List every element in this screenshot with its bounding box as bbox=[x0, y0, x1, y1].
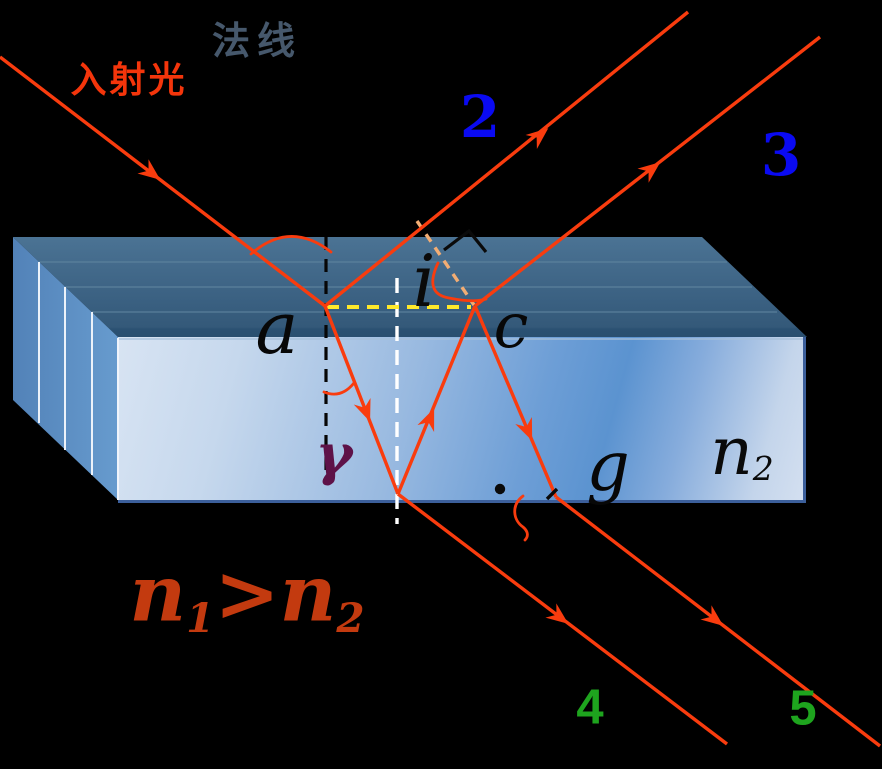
angle-arc-at-g bbox=[513, 494, 529, 542]
ray-4-label: 4 bbox=[576, 680, 604, 735]
arrowhead-ray-5 bbox=[700, 605, 724, 626]
incident-ray bbox=[0, 55, 327, 308]
ray-3-label: 3 bbox=[760, 121, 802, 189]
refracted-ray-a-to-b bbox=[323, 305, 400, 495]
ray-5-label: 5 bbox=[789, 681, 817, 736]
angle-gamma-label: γ bbox=[315, 422, 353, 488]
angle-i-label: i bbox=[412, 239, 436, 323]
angle-i-arc-at-c bbox=[431, 261, 488, 303]
n2-base: n bbox=[710, 413, 753, 490]
n2-subscript: 2 bbox=[752, 448, 774, 488]
medium-index-n2-label: n2 bbox=[710, 419, 774, 485]
internal-ray-c-to-g bbox=[473, 305, 558, 498]
ray-2-label: 2 bbox=[459, 83, 501, 151]
emergent-ray-3 bbox=[473, 35, 822, 308]
inequality-n2-subscript: 2 bbox=[336, 593, 365, 642]
peach-dashed-construction-line bbox=[415, 220, 476, 306]
arrowhead-incident-ray bbox=[137, 159, 161, 180]
normal-line-label: 法线 bbox=[211, 19, 303, 63]
arrowhead-ray-b-to-c bbox=[417, 408, 435, 432]
index-inequality-label: n1>n2 bbox=[129, 555, 365, 642]
point-c-label: c bbox=[493, 289, 529, 362]
arrowhead-ray-3 bbox=[637, 162, 661, 183]
arrowhead-ray-4 bbox=[545, 603, 569, 624]
slab-front-face bbox=[118, 337, 806, 503]
inequality-operator: > bbox=[214, 548, 280, 640]
arrowhead-ray-a-to-b bbox=[353, 398, 371, 422]
angle-chevron-mark-at-c bbox=[443, 228, 488, 254]
inequality-n1-base: n bbox=[129, 548, 187, 640]
arrowhead-ray-2 bbox=[525, 128, 549, 149]
internal-ray-b-to-c bbox=[396, 305, 477, 495]
inequality-n2-base: n bbox=[279, 548, 337, 640]
arrowhead-ray-c-to-g bbox=[515, 416, 533, 441]
incidence-angle-arc-at-a bbox=[249, 235, 333, 256]
point-a-label: a bbox=[255, 286, 299, 370]
inequality-n1-subscript: 1 bbox=[186, 593, 215, 642]
incident-light-label: 入射光 bbox=[70, 60, 188, 101]
point-dot-on-bottom-face bbox=[494, 483, 506, 495]
tick-mark-at-g bbox=[545, 487, 559, 501]
point-g-label: g bbox=[586, 428, 630, 507]
gamma-angle-arc-at-a bbox=[322, 381, 356, 396]
reflected-ray-2 bbox=[323, 10, 690, 308]
